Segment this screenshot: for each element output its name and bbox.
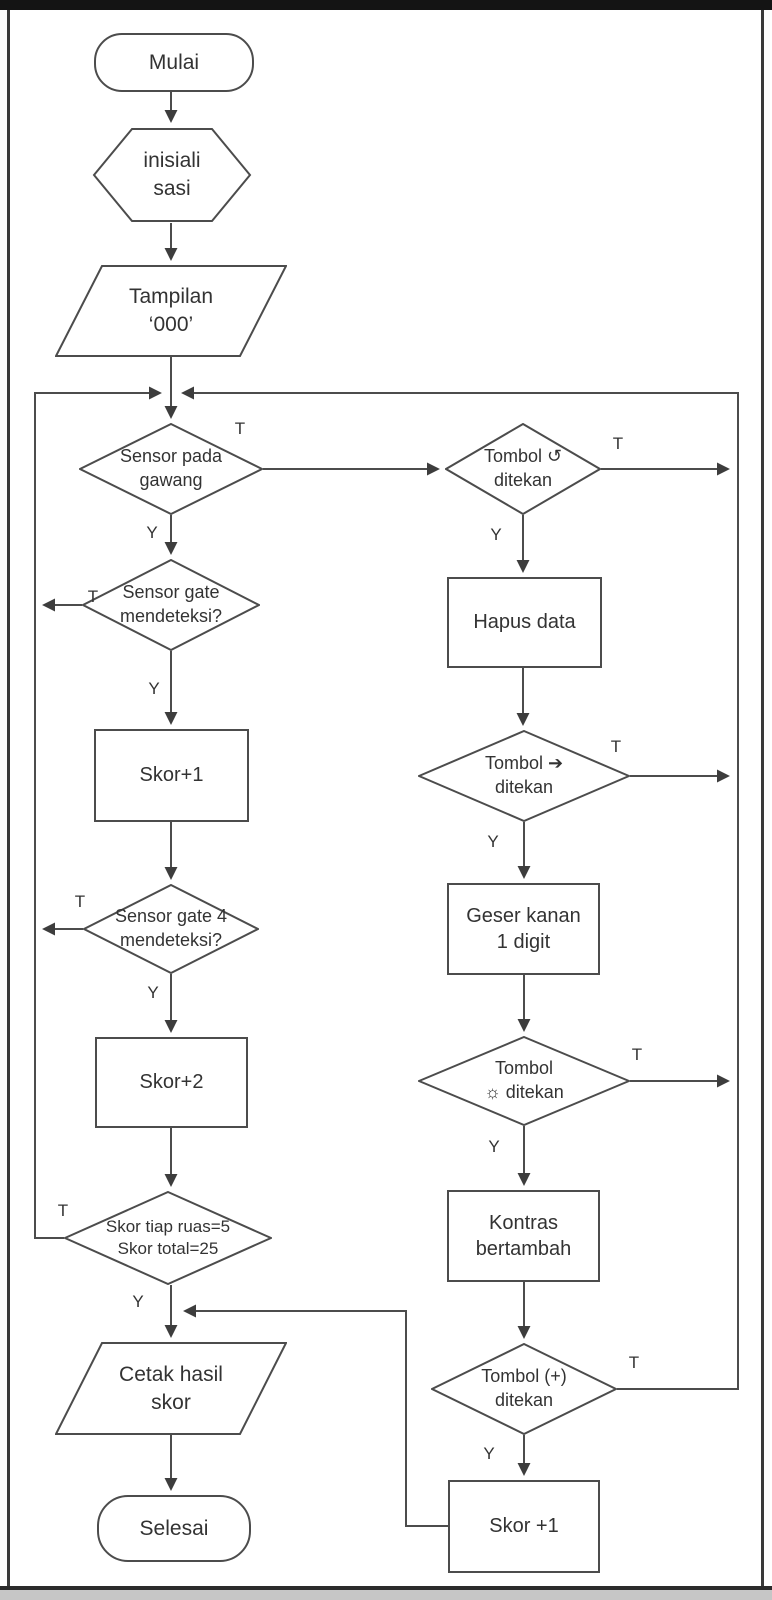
- node-sensor-pada-gawang: Sensor pada gawang: [79, 423, 263, 515]
- diamond-shape: [445, 423, 601, 515]
- node-inisialisasi: inisiali sasi: [92, 127, 252, 223]
- edge-label-sensor-gate-t: T: [87, 587, 99, 606]
- node-tombol-plus-label: Tombol (+) ditekan: [481, 1366, 567, 1410]
- diamond-shape: [79, 423, 263, 515]
- node-tombol-geser-ditekan: Tombol ➔ ditekan: [418, 730, 630, 822]
- node-tombol-kontras-ditekan: Tombol ☼ ditekan: [418, 1036, 630, 1126]
- frame-border-top: [0, 0, 772, 10]
- edge-label-skor-tiap-y: Y: [132, 1292, 144, 1311]
- node-tombol-reset-ditekan: Tombol ↺ ditekan: [445, 423, 601, 515]
- frame-border-left: [7, 10, 10, 1590]
- edge-label-tombol-kontras-y: Y: [488, 1137, 500, 1156]
- node-tampilan-000: Tampilan ‘000’: [55, 265, 287, 357]
- node-tombol-plus-ditekan: Tombol (+) ditekan: [431, 1343, 617, 1435]
- edge-label-tombol-kontras-t: T: [631, 1045, 643, 1064]
- edge-label-tombol-plus-t: T: [628, 1353, 640, 1372]
- node-sensor-gate-4-mendeteksi-label: Sensor gate 4 mendeteksi?: [114, 906, 228, 950]
- node-geser-kanan-label: Geser kanan 1 digit: [466, 904, 581, 953]
- frame-border-bottom: [0, 1586, 772, 1590]
- node-skor-plus-2: Skor+2: [95, 1037, 248, 1128]
- node-sensor-pada-gawang-label: Sensor pada gawang: [119, 446, 223, 490]
- edge-label-tombol-plus-y: Y: [483, 1444, 495, 1463]
- node-kontras-bertambah-label: Kontras bertambah: [475, 1211, 572, 1260]
- node-skor-plus-1: Skor+1: [94, 729, 249, 822]
- parallelogram-shape: [55, 265, 287, 357]
- frame-bottom-strip: [0, 1590, 772, 1600]
- diamond-shape: [418, 730, 630, 822]
- frame-border-right: [761, 10, 764, 1590]
- diamond-shape: [64, 1191, 272, 1285]
- node-skor-plus-1-bawah: Skor +1: [448, 1480, 600, 1573]
- node-hapus-data: Hapus data: [447, 577, 602, 668]
- node-skor-tiap-ruas: Skor tiap ruas=5 Skor total=25: [64, 1191, 272, 1285]
- node-hapus-data-label: Hapus data: [473, 611, 576, 634]
- edge-label-skor-tiap-t: T: [57, 1201, 69, 1220]
- node-tampilan-000-label: Tampilan ‘000’: [128, 285, 214, 336]
- diamond-shape: [82, 559, 260, 651]
- edge-label-sensor-gawang-t: T: [234, 419, 246, 438]
- node-sensor-gate-mendeteksi-label: Sensor gate mendeteksi?: [119, 582, 223, 626]
- node-tombol-kontras-label: Tombol ☼ ditekan: [484, 1058, 564, 1102]
- node-sensor-gate-mendeteksi: Sensor gate mendeteksi?: [82, 559, 260, 651]
- node-sensor-gate-4-mendeteksi: Sensor gate 4 mendeteksi?: [83, 884, 259, 974]
- node-geser-kanan-1-digit: Geser kanan 1 digit: [447, 883, 600, 975]
- edge-label-tombol-reset-t: T: [612, 434, 624, 453]
- edge-label-tombol-geser-t: T: [610, 737, 622, 756]
- diamond-shape: [418, 1036, 630, 1126]
- node-skor-plus-1-bawah-label: Skor +1: [489, 1515, 559, 1538]
- node-kontras-bertambah: Kontras bertambah: [447, 1190, 600, 1282]
- node-inisialisasi-label: inisiali sasi: [143, 149, 201, 200]
- hexagon-shape: [92, 128, 252, 222]
- node-start-label: Mulai: [148, 50, 200, 74]
- node-cetak-hasil-skor: Cetak hasil skor: [55, 1342, 287, 1435]
- parallelogram-shape: [55, 1342, 287, 1435]
- node-skor-plus-2-label: Skor+2: [139, 1071, 204, 1094]
- edge-label-sensor-gate-y: Y: [148, 679, 160, 698]
- edge-label-sensor-gawang-y: Y: [146, 523, 158, 542]
- node-cetak-hasil-skor-label: Cetak hasil skor: [119, 1362, 223, 1414]
- diamond-shape: [83, 884, 259, 974]
- edge-label-tombol-geser-y: Y: [487, 832, 499, 851]
- diamond-shape: [431, 1343, 617, 1435]
- node-end-label: Selesai: [139, 1516, 209, 1540]
- edge-label-sensor-gate4-t: T: [74, 892, 86, 911]
- node-skor-tiap-ruas-label: Skor tiap ruas=5 Skor total=25: [105, 1216, 231, 1258]
- edge-label-sensor-gate4-y: Y: [147, 983, 159, 1002]
- node-tombol-reset-label: Tombol ↺ ditekan: [483, 446, 563, 490]
- node-skor-plus-1-label: Skor+1: [139, 764, 204, 787]
- node-end-selesai: Selesai: [97, 1495, 251, 1562]
- node-start-mulai: Mulai: [94, 33, 254, 92]
- node-tombol-geser-label: Tombol ➔ ditekan: [484, 753, 564, 797]
- edge-label-tombol-reset-y: Y: [490, 525, 502, 544]
